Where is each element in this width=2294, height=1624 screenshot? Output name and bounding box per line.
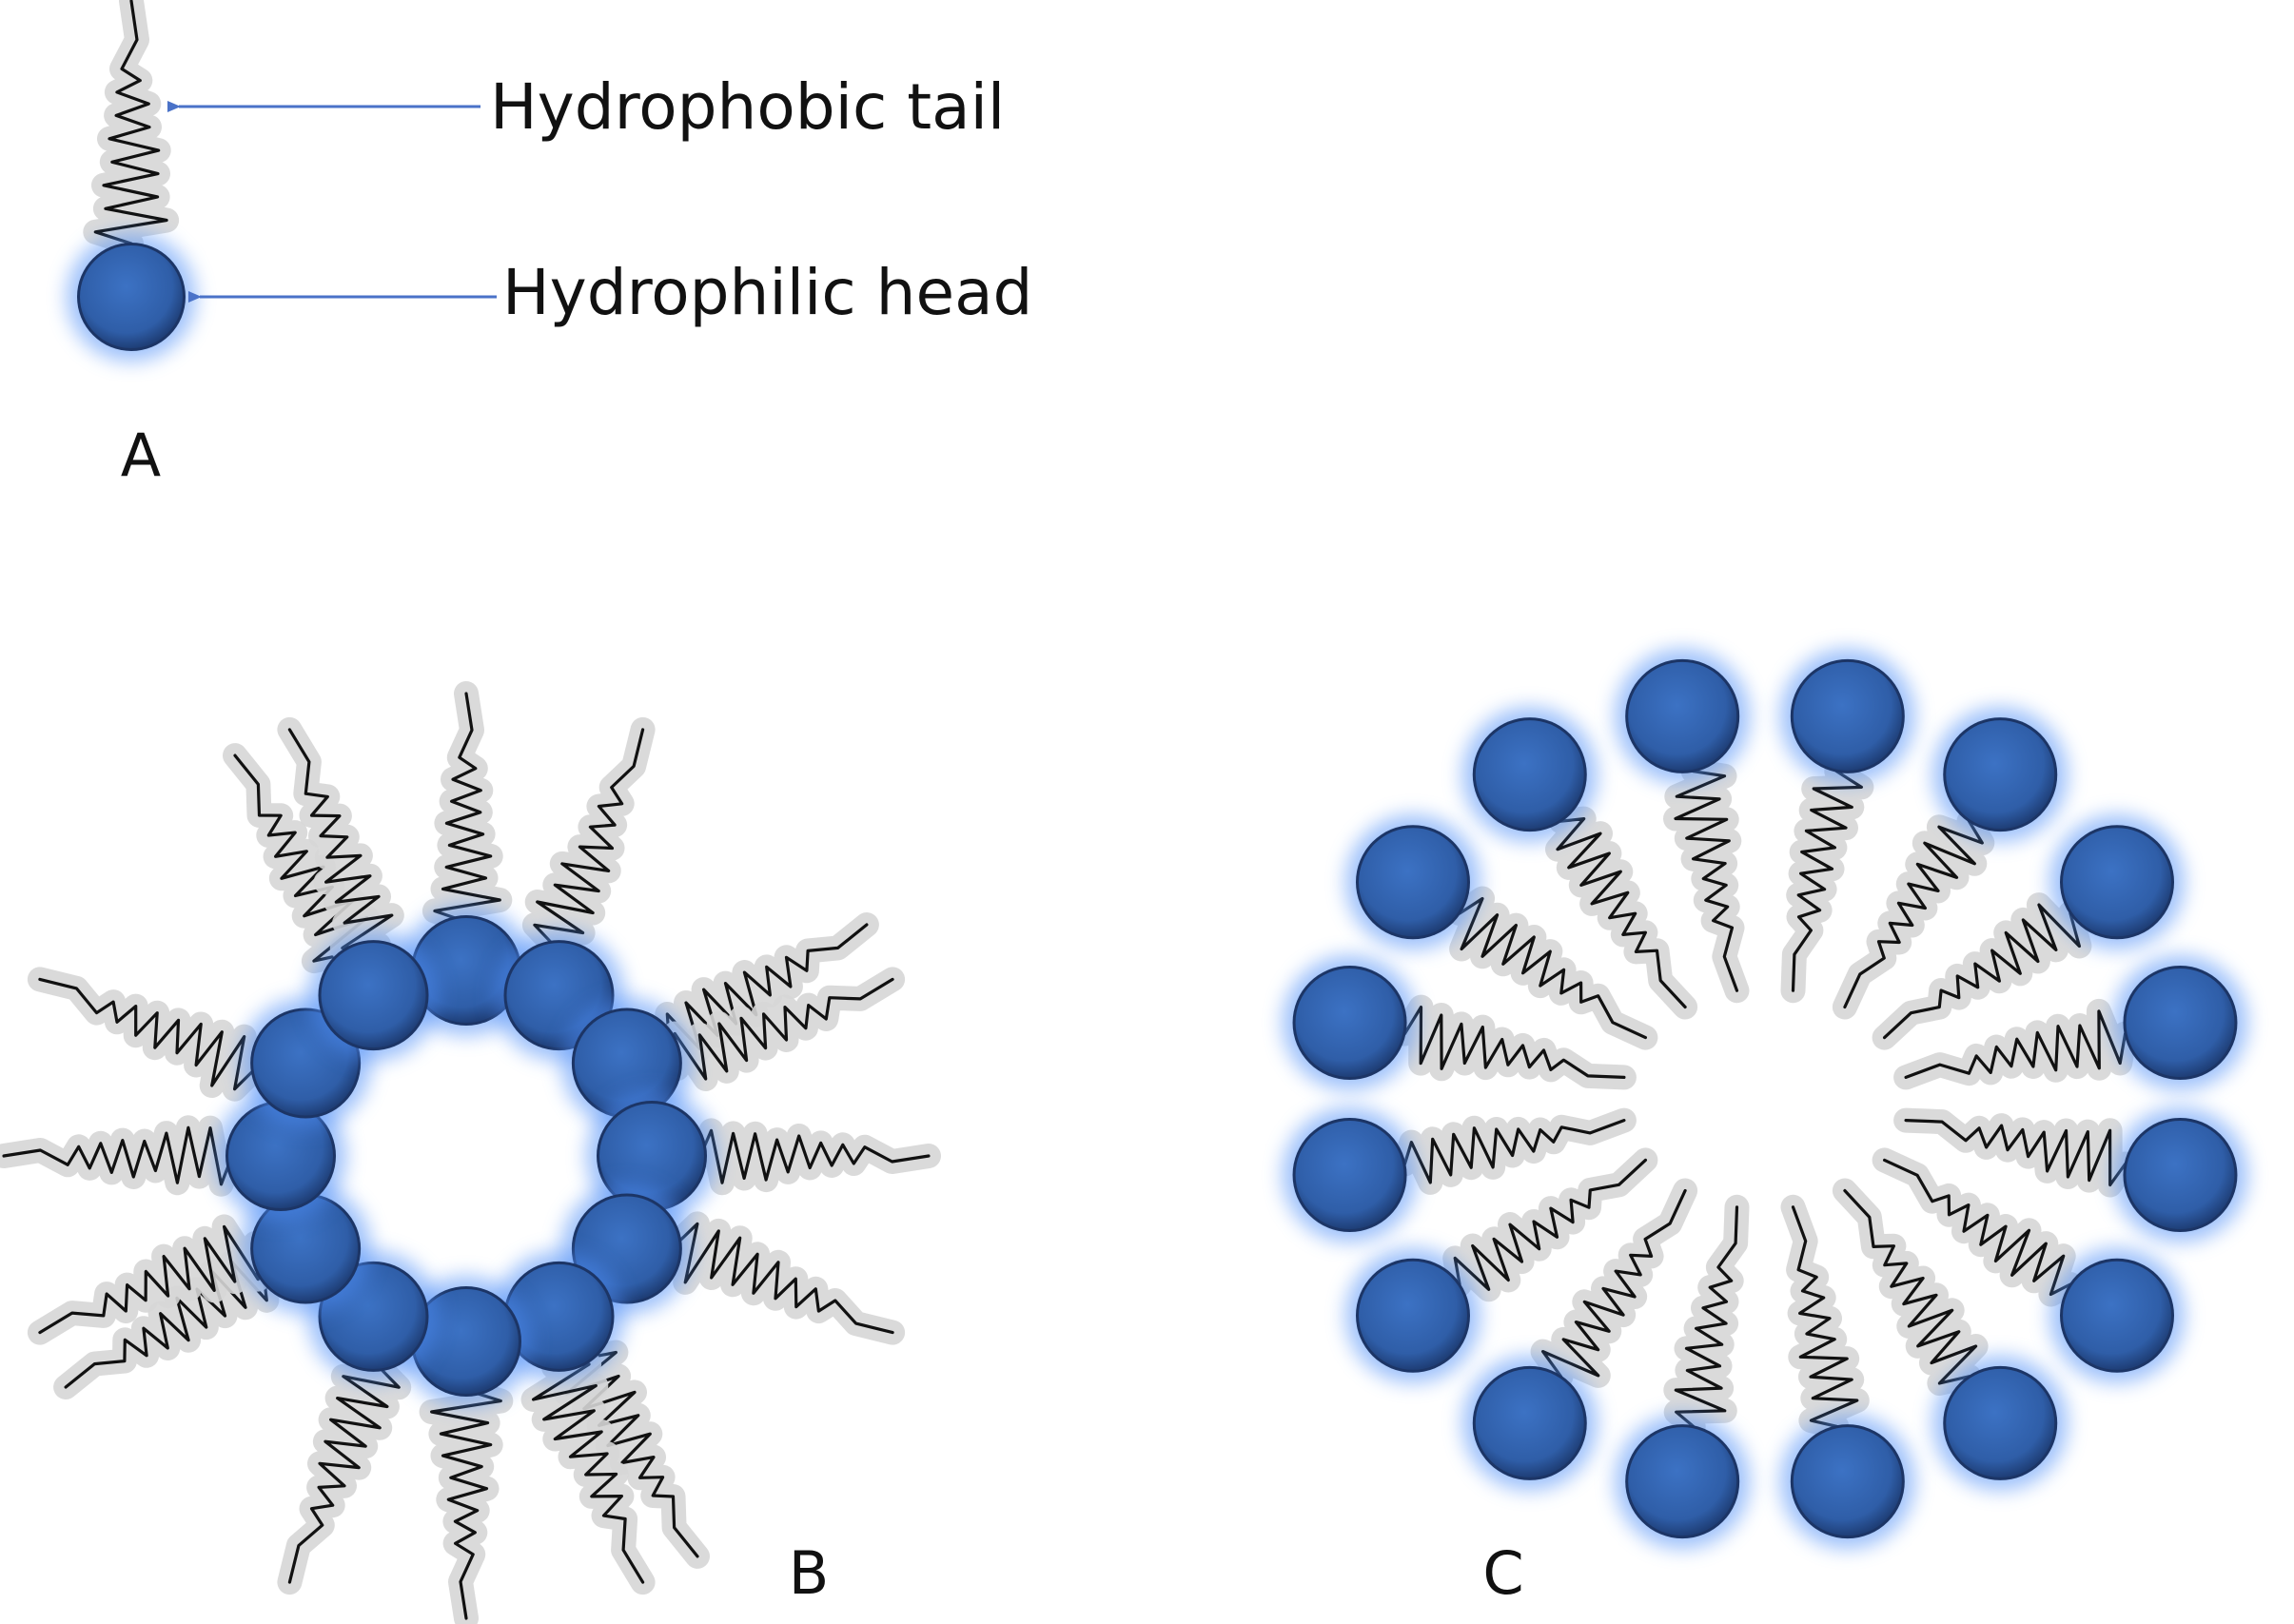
reverse-micelle-head bbox=[1779, 648, 1915, 784]
reverse-micelle-head bbox=[1615, 1414, 1751, 1550]
panel-c-reverse-micelle bbox=[1282, 648, 2248, 1550]
panel-label-c: C bbox=[1482, 1538, 1523, 1608]
reverse-micelle-head bbox=[1461, 1355, 1598, 1491]
reverse-micelle-tail bbox=[1530, 1178, 1698, 1389]
reverse-micelle-tail bbox=[1832, 809, 1995, 1020]
reverse-micelle-tail bbox=[1663, 1194, 1750, 1439]
reverse-micelle-head bbox=[2112, 1106, 2248, 1242]
micelle-tails bbox=[0, 681, 941, 1624]
reverse-micelle-tail bbox=[1780, 758, 1874, 1004]
micelle-tail bbox=[688, 1118, 941, 1196]
reverse-micelle-tail bbox=[1442, 1147, 1658, 1302]
reverse-micelle-head bbox=[1282, 955, 1418, 1091]
micelle-tail bbox=[521, 716, 656, 958]
micelle-tail bbox=[422, 681, 513, 934]
reverse-micelle-tail bbox=[1872, 1147, 2083, 1307]
micelle-head bbox=[307, 929, 440, 1062]
micelle-tail bbox=[655, 912, 879, 1062]
reverse-micelle-head bbox=[1779, 1414, 1915, 1550]
reverse-micelle-head bbox=[2049, 814, 2186, 950]
micelle-tail bbox=[277, 716, 404, 961]
reverse-micelle-tail bbox=[1832, 1178, 1989, 1396]
micelle-tail bbox=[554, 1340, 710, 1569]
micelle-tail bbox=[53, 1249, 280, 1399]
tail-label: Hydrophobic tail bbox=[490, 70, 1005, 144]
reverse-micelle-tails bbox=[1392, 758, 2138, 1439]
micelle-tail bbox=[664, 1211, 906, 1345]
reverse-micelle-head bbox=[1344, 1247, 1480, 1383]
panel-b-micelle bbox=[0, 681, 941, 1624]
reverse-micelle-tail bbox=[1780, 1194, 1870, 1439]
reverse-micelle-head bbox=[1344, 814, 1480, 950]
reverse-micelle-tail bbox=[1893, 1107, 2138, 1198]
micelle-tail bbox=[27, 967, 268, 1102]
micelle-tail bbox=[277, 1354, 412, 1595]
panel-a-surfactant: Hydrophobic tail Hydrophilic head A bbox=[67, 0, 1032, 490]
micelle-tail bbox=[27, 1214, 271, 1345]
reverse-micelle-tail bbox=[1392, 994, 1637, 1090]
panel-a-head bbox=[67, 232, 196, 362]
micelle-tail bbox=[0, 1115, 245, 1197]
reverse-micelle-tail bbox=[1545, 806, 1698, 1020]
reverse-micelle-heads bbox=[1282, 648, 2248, 1550]
reverse-micelle-head bbox=[1932, 707, 2069, 843]
panel-label-b: B bbox=[789, 1538, 830, 1608]
reverse-micelle-head bbox=[1615, 648, 1751, 784]
head-label: Hydrophilic head bbox=[502, 256, 1032, 329]
reverse-micelle-head bbox=[1932, 1355, 2069, 1491]
micelle-tail bbox=[419, 1378, 514, 1624]
reverse-micelle-head bbox=[1461, 707, 1598, 843]
reverse-micelle-tail bbox=[1663, 758, 1750, 1004]
reverse-micelle-head bbox=[2112, 955, 2248, 1091]
reverse-micelle-tail bbox=[1392, 1107, 1637, 1195]
reverse-micelle-head bbox=[1282, 1106, 1418, 1242]
reverse-micelle-head bbox=[2049, 1247, 2186, 1383]
panel-a-tail bbox=[83, 0, 180, 256]
micelle-tail bbox=[520, 1352, 656, 1595]
reverse-micelle-tail bbox=[1893, 998, 2138, 1090]
micelle-tail bbox=[662, 967, 906, 1091]
micelle-tail bbox=[223, 743, 380, 974]
reverse-micelle-tail bbox=[1872, 892, 2092, 1050]
micelle-heads bbox=[215, 905, 717, 1407]
panel-label-a: A bbox=[121, 421, 161, 490]
reverse-micelle-tail bbox=[1447, 886, 1658, 1050]
